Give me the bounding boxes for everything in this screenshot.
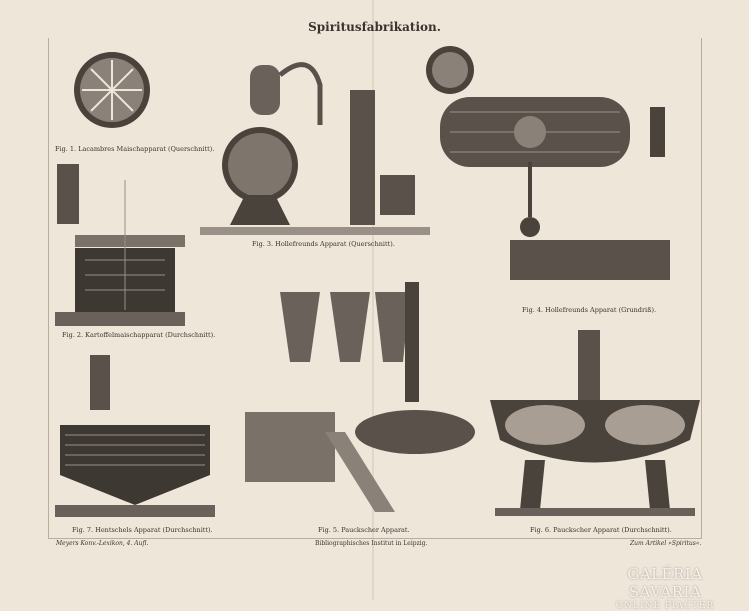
watermark: GALÉRIA SAVARIA ONLINE PIACTER — [590, 565, 740, 611]
fig2-illustration — [55, 164, 185, 326]
fig7-caption: Fig. 7. Hentschels Apparat (Durchschnitt… — [72, 526, 213, 534]
fig6-illustration — [490, 330, 700, 516]
footer-publication: Meyers Konv.-Lexikon, 4. Aufl. — [56, 540, 149, 547]
fig4-caption: Fig. 4. Hollefreunds Apparat (Grundriß). — [522, 306, 657, 314]
footer-article: Zum Artikel »Spiritus«. — [630, 540, 702, 547]
fig4-illustration — [426, 46, 670, 280]
fig6-caption: Fig. 6. Pauckscher Apparat (Durchschnitt… — [530, 526, 672, 534]
fig7-illustration — [55, 355, 215, 517]
page-fold — [372, 0, 374, 600]
fig3-illustration — [200, 62, 430, 235]
watermark-line1: GALÉRIA SAVARIA — [627, 565, 703, 601]
footer-publisher: Bibliographisches Institut in Leipzig. — [315, 540, 428, 547]
fig5-illustration — [245, 282, 475, 512]
fig1-caption: Fig. 1. Lacambres Maischapparat (Quersch… — [55, 145, 215, 153]
fig1-illustration — [74, 52, 150, 128]
plate-frame — [48, 38, 702, 539]
fig3-caption: Fig. 3. Hollefreunds Apparat (Querschnit… — [252, 240, 395, 248]
fig2-caption: Fig. 2. Kartoffelmaischapparat (Durchsch… — [62, 331, 216, 339]
plate-title: Spiritusfabrikation. — [308, 20, 441, 34]
watermark-line2: ONLINE PIACTER — [615, 601, 715, 611]
fig5-caption: Fig. 5. Pauckscher Apparat. — [318, 526, 410, 534]
